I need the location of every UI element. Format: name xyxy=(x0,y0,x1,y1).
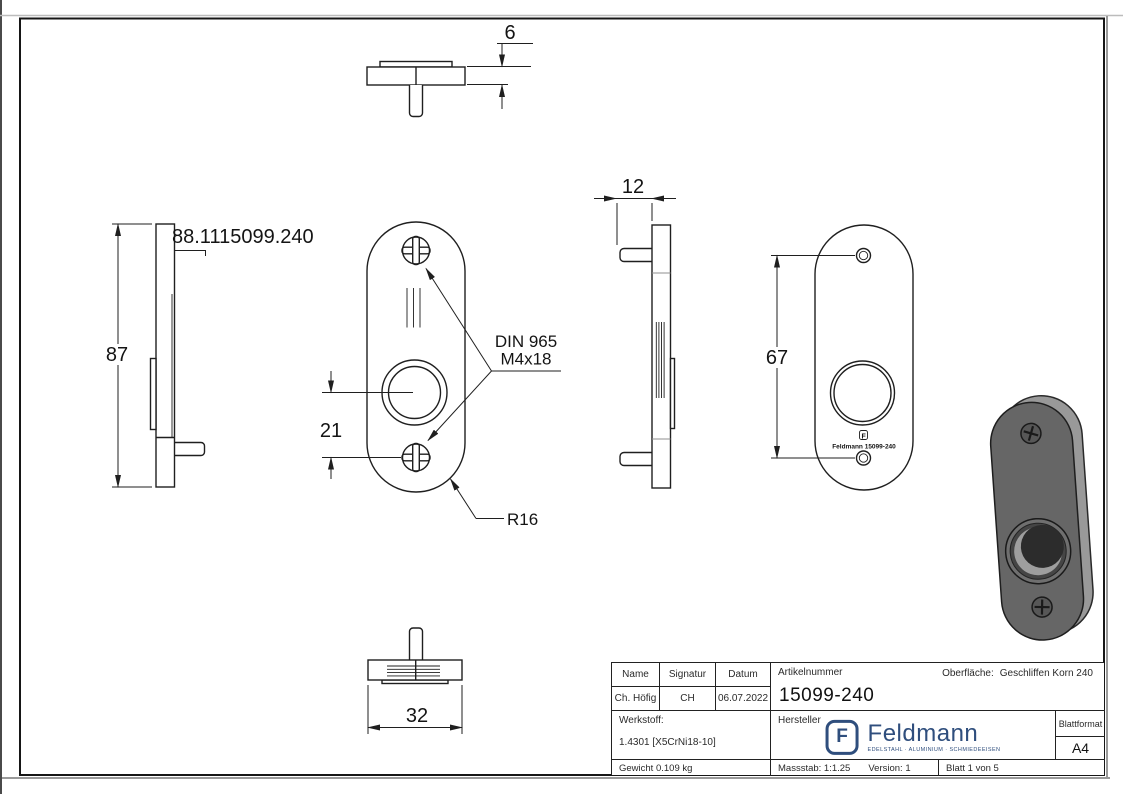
hersteller-label: Hersteller xyxy=(778,715,821,726)
render-hole xyxy=(1004,517,1072,585)
engraving-text: Feldmann 15099-240 xyxy=(832,444,896,451)
datum-value: 06.07.2022 xyxy=(716,687,771,711)
article-ref-text: 88.1115099.240 xyxy=(172,226,314,248)
screw-top-icon xyxy=(401,235,431,266)
dim-height-87: 87 xyxy=(104,223,152,488)
note-din965-line2: M4x18 xyxy=(500,350,551,369)
datum-label: Datum xyxy=(716,663,771,687)
view-top xyxy=(366,60,466,118)
artikelnummer-label: Artikelnummer xyxy=(778,667,843,678)
render-screw-top xyxy=(1020,422,1042,445)
view-side-right xyxy=(619,224,676,489)
werkstoff-cell: Werkstoff: 1.4301 [X5CrNi18-10] xyxy=(612,711,771,760)
note-r16-text: R16 xyxy=(507,510,538,529)
signatur-value: CH xyxy=(660,687,716,711)
dim-offset-21: 21 xyxy=(320,371,413,479)
brand-name: Feldmann xyxy=(867,719,979,747)
dim-text-87: 87 xyxy=(106,344,128,366)
dim-text-6: 6 xyxy=(504,22,515,44)
view-3d xyxy=(989,394,1094,641)
note-din965-line1: DIN 965 xyxy=(495,332,557,351)
artikelnummer-cell: Artikelnummer Oberfläche: Geschliffen Kor… xyxy=(771,663,1105,711)
werkstoff-label: Werkstoff: xyxy=(619,715,664,726)
dim-thickness-6: 6 xyxy=(467,22,533,109)
name-label: Name xyxy=(612,663,660,687)
engraving: F Feldmann 15099-240 xyxy=(832,430,896,451)
massstab: Massstab: 1:1.25 xyxy=(778,762,851,774)
feldmann-logo-icon: F xyxy=(825,719,859,755)
blattformat-label: Blattformat xyxy=(1056,711,1105,737)
note-din965: DIN 965 M4x18 xyxy=(425,267,561,442)
view-front xyxy=(366,221,466,493)
dim-width-32: 32 xyxy=(367,685,463,734)
render-screw-bottom xyxy=(1031,596,1053,618)
brand-tagline: EDELSTAHL · ALUMINIUM · SCHMIEDEEISEN xyxy=(867,746,1001,753)
name-value: Ch. Höfig xyxy=(612,687,660,711)
note-radius-r16: R16 xyxy=(449,478,538,529)
oberflaeche-value: Geschliffen Korn 240 xyxy=(999,668,1093,679)
engraving-logo-mark: F xyxy=(862,433,867,440)
title-block: Name Signatur Datum Ch. Höfig CH 06.07.2… xyxy=(611,662,1105,776)
werkstoff-value: 1.4301 [X5CrNi18-10] xyxy=(619,737,716,748)
screw-bottom-icon xyxy=(401,442,431,473)
hersteller-cell: Hersteller F Feldmann EDELSTAHL · ALUMIN… xyxy=(771,711,1056,760)
artikelnummer-value: 15099-240 xyxy=(779,685,875,706)
dim-text-12: 12 xyxy=(622,176,644,198)
view-bottom xyxy=(367,627,463,685)
dim-text-67: 67 xyxy=(766,347,788,369)
feldmann-logo: F Feldmann EDELSTAHL · ALUMINIUM · SCHMI… xyxy=(825,719,1001,755)
massstab-cell: Massstab: 1:1.25 Version: 1 xyxy=(771,760,939,776)
view-back: F Feldmann 15099-240 xyxy=(814,224,914,491)
oberflaeche-label: Oberfläche: xyxy=(942,668,994,679)
dim-text-32: 32 xyxy=(406,705,428,727)
label-article-ref: 88.1115099.240 xyxy=(172,226,314,256)
blattformat-value: A4 xyxy=(1056,737,1105,760)
dim-holes-67: 67 xyxy=(765,254,855,459)
dim-depth-12: 12 xyxy=(594,176,676,245)
version: Version: 1 xyxy=(868,762,911,774)
gewicht: Gewicht 0.109 kg xyxy=(612,760,771,776)
oberflaeche: Oberfläche: Geschliffen Korn 240 xyxy=(936,668,1093,679)
dim-text-21: 21 xyxy=(320,420,342,442)
blatt: Blatt 1 von 5 xyxy=(946,762,999,774)
drawing-frame xyxy=(19,17,1105,776)
signatur-label: Signatur xyxy=(660,663,716,687)
view-side-left xyxy=(149,223,206,488)
